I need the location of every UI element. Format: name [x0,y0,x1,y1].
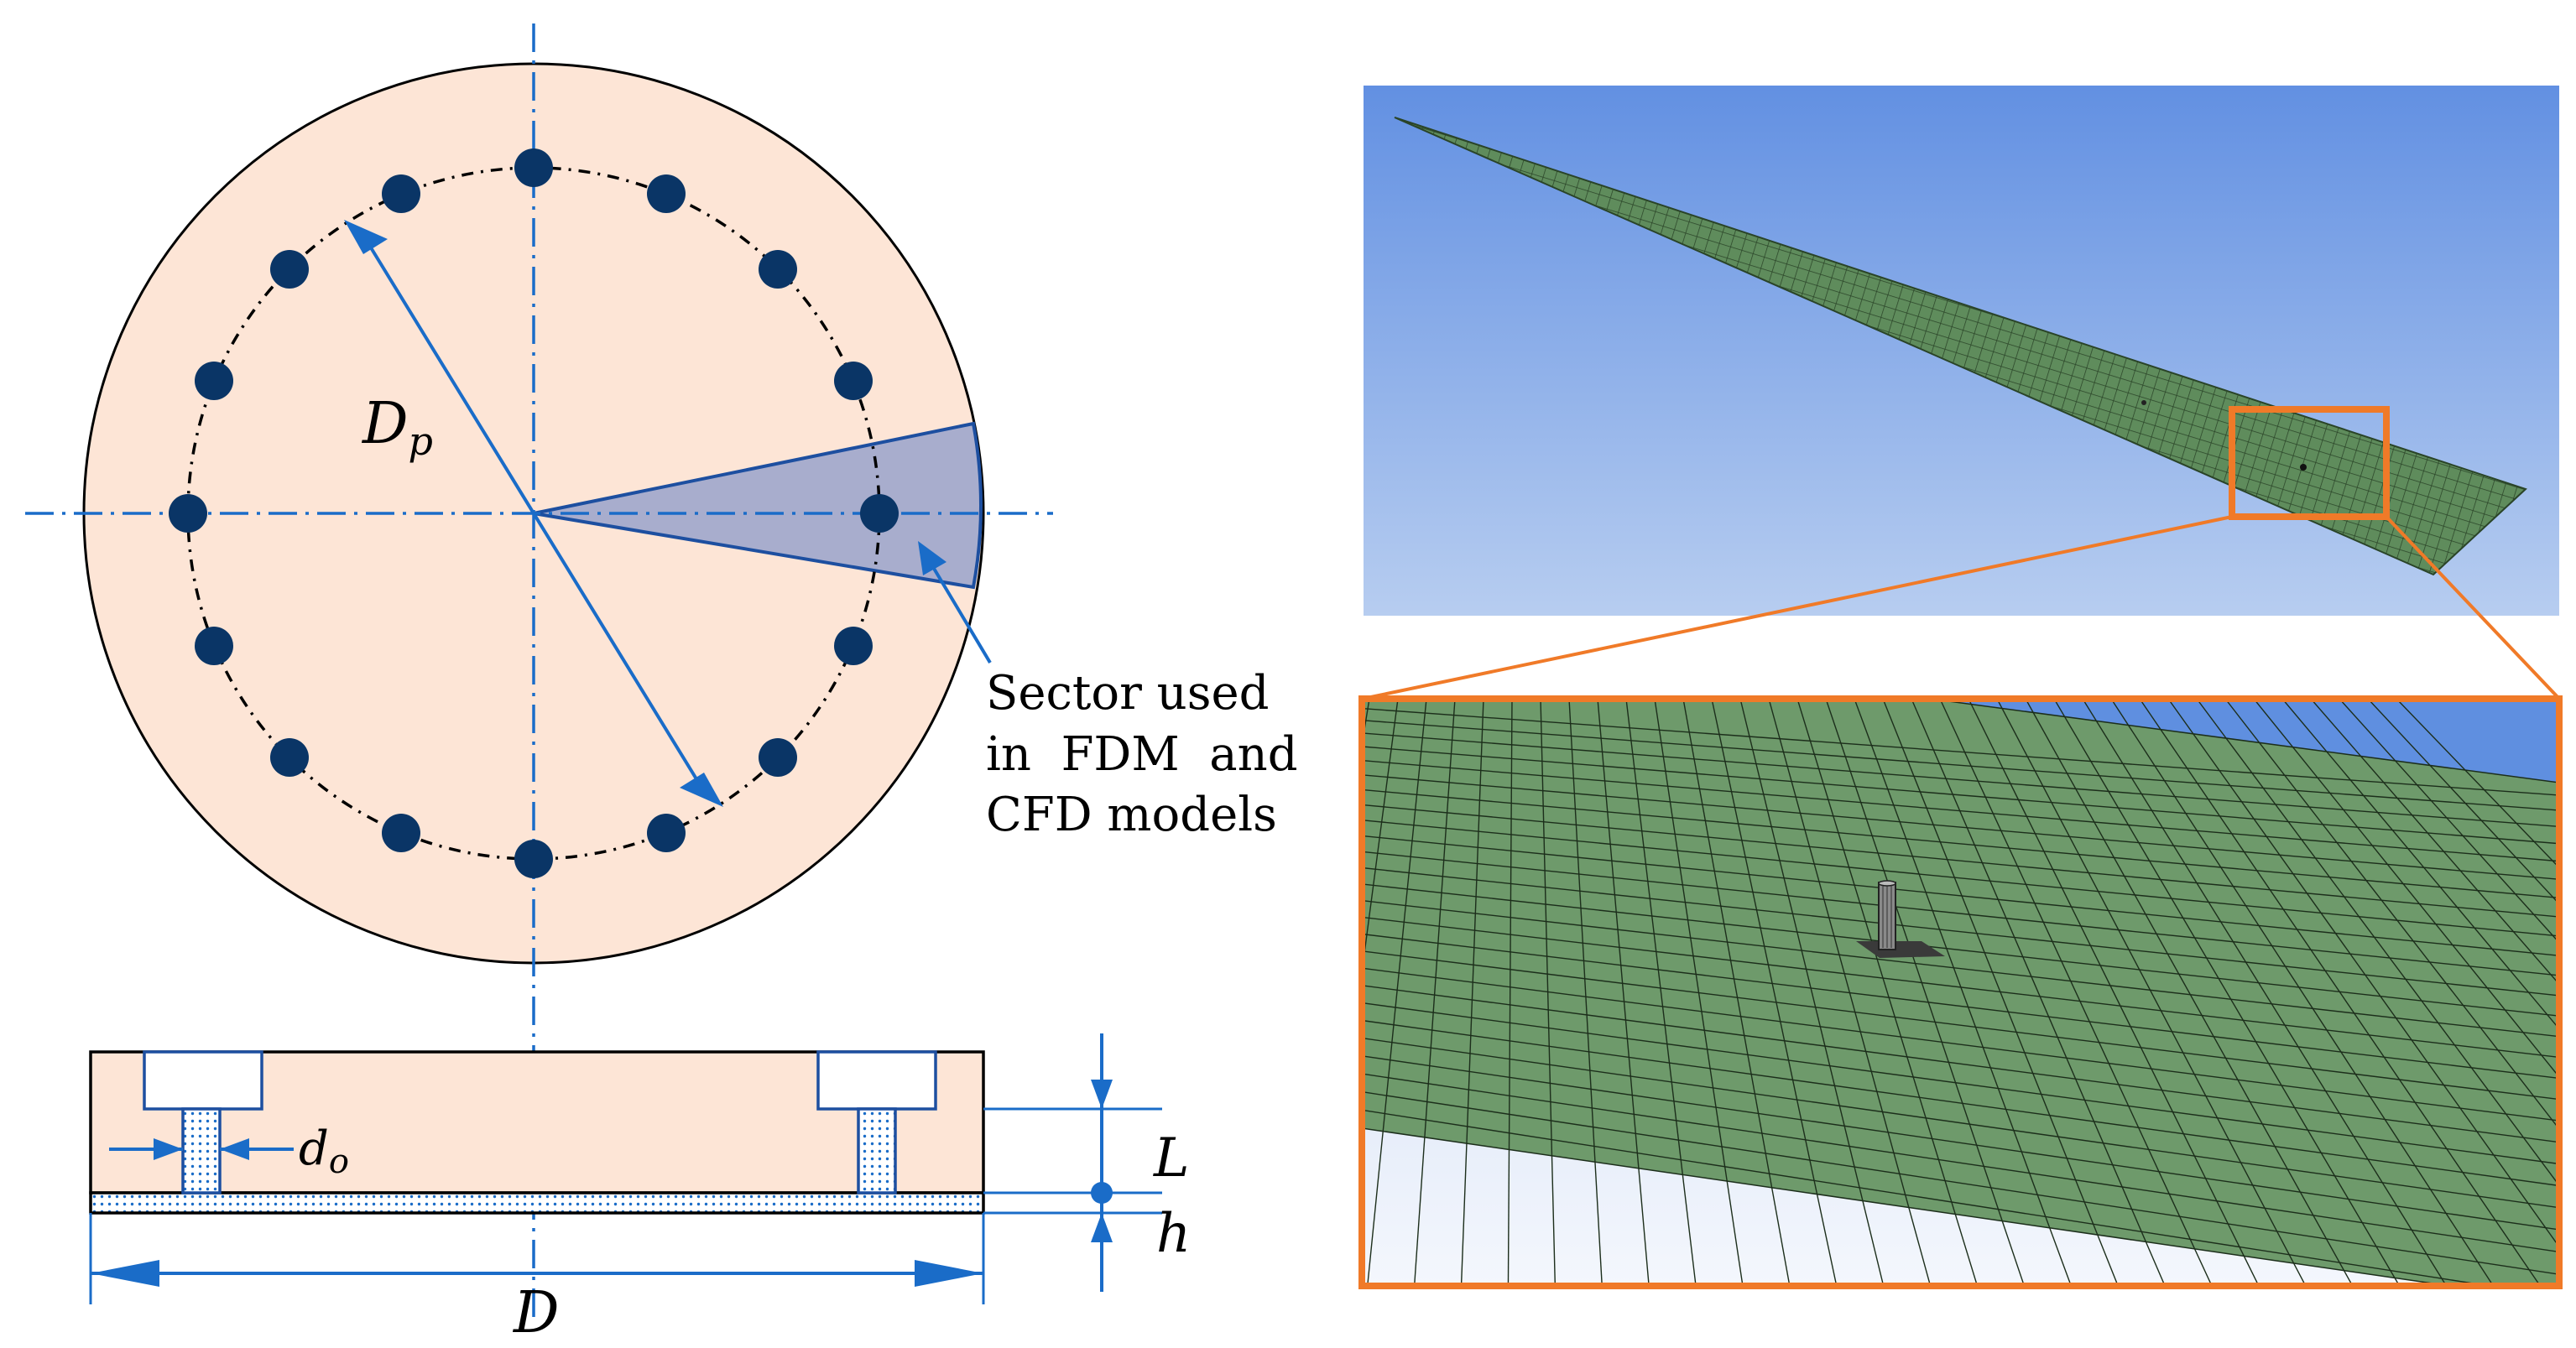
feed-hole [759,738,797,777]
length-gap-dimension [1091,1033,1113,1292]
orifice-left [181,1107,222,1194]
gap-label: h [1156,1203,1191,1265]
zoom-callout-line-right [2385,515,2561,700]
zoomed-mesh-surface [1362,699,2559,1286]
feed-hole [270,250,309,289]
feed-hole [834,362,873,400]
feed-hole [169,494,207,533]
feed-holes [169,148,899,878]
orifice-right [857,1107,897,1194]
feed-hole [382,174,420,213]
feed-hole [382,814,420,852]
sector-wedge [533,421,983,590]
feed-hole [514,148,553,187]
orifice-diameter-label: do [299,1122,349,1181]
pad-cross-section: do L h D [89,1033,1191,1346]
zoom-region-marker [2229,406,2390,520]
zoomed-mesh-view [1358,695,2563,1289]
zoom-frame [1358,695,2563,1289]
zoom-callout-line-left [1362,515,2233,700]
pitch-diameter-arrow [344,220,723,807]
feed-hole [647,174,686,213]
pitch-diameter-label: Dp [361,391,433,464]
feed-recess-left [143,1050,263,1111]
sector-mesh [1394,117,2527,576]
feed-hole [860,494,899,533]
outer-diameter-dimension [89,1213,985,1304]
orifice-diameter-dimension [109,1138,294,1160]
feed-hole [759,250,797,289]
feed-hole [834,627,873,665]
sector-mesh-view [1364,86,2559,616]
outer-diameter-label: D [512,1280,560,1346]
feed-hole [270,738,309,777]
feed-recess-right [816,1050,937,1111]
feed-hole [195,627,233,665]
feed-hole [647,814,686,852]
feed-hole [514,840,553,878]
pad-top-view: Dp Sector used in FDM and CFD models [25,23,1312,1325]
sector-callout-arrow [918,541,992,664]
orifice-cylinder [1856,880,1945,958]
mesh-grid-lines [1362,699,2559,1286]
feed-hole [195,362,233,400]
length-label: L [1153,1127,1190,1189]
porous-layer [89,1191,985,1215]
sector-caption: Sector used in FDM and CFD models [986,666,1312,842]
